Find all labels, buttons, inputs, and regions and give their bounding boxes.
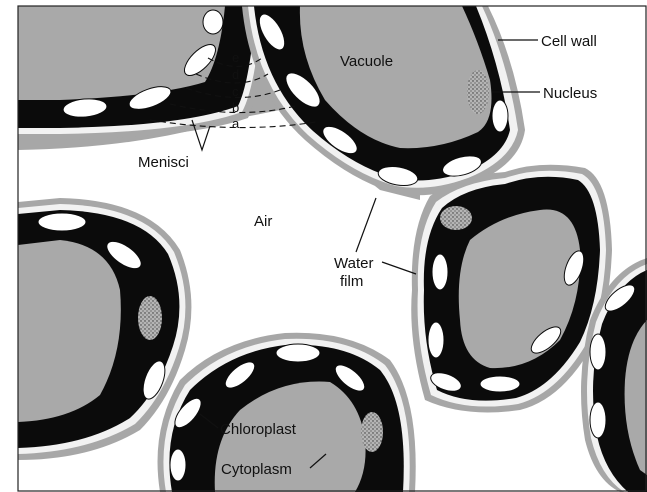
nucleus — [138, 296, 162, 340]
water-label: Water — [334, 255, 373, 272]
meniscus-letter-c: c — [232, 84, 239, 99]
nucleus — [440, 206, 472, 230]
meniscus-letter-d: d — [232, 67, 239, 82]
cell-top-left — [18, 6, 268, 140]
film-label: film — [340, 273, 363, 290]
cell-wall-label: Cell wall — [541, 33, 597, 50]
chloroplast-label: Chloroplast — [220, 421, 297, 438]
menisci-label: Menisci — [138, 154, 189, 171]
vacuole-label: Vacuole — [340, 53, 393, 70]
meniscus-letter-b: b — [232, 100, 239, 115]
nucleus — [361, 412, 383, 452]
nucleus — [467, 70, 489, 114]
air-label: Air — [254, 213, 272, 230]
meniscus-letter-e: e — [232, 50, 239, 65]
meniscus-letter-a: a — [232, 116, 240, 131]
cytoplasm-label: Cytoplasm — [221, 461, 292, 478]
nucleus-label: Nucleus — [543, 85, 597, 102]
